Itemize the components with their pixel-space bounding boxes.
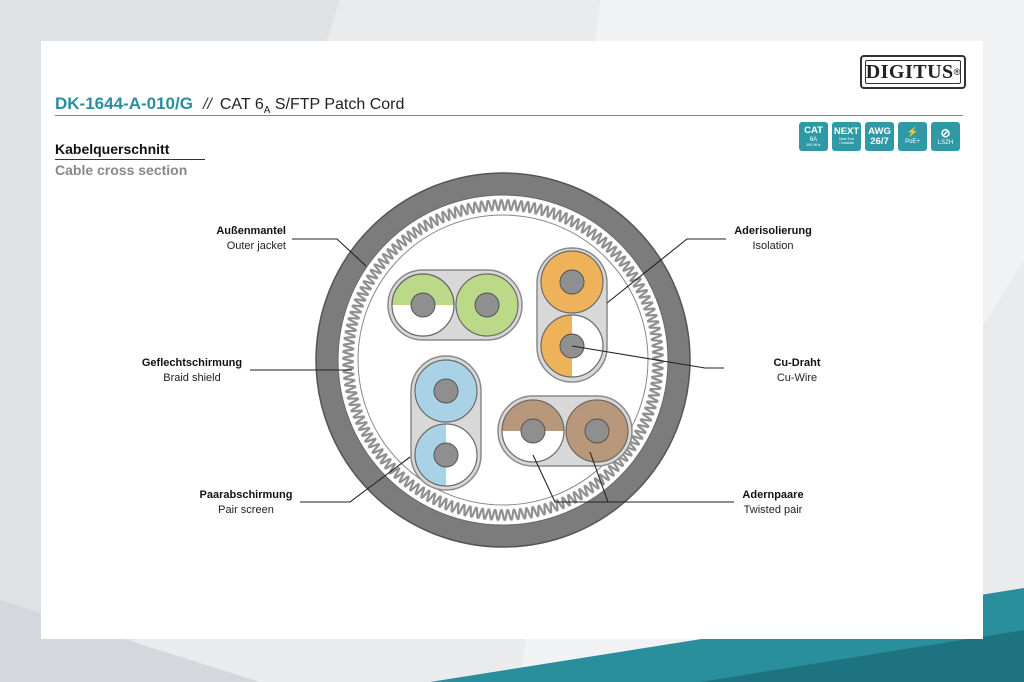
copper-core <box>410 292 436 318</box>
product-name-prefix: CAT 6 <box>219 96 264 113</box>
braid-shield-ring <box>342 199 664 521</box>
copper-core <box>474 292 500 318</box>
product-name-subscript: A <box>263 105 271 117</box>
section-title-en: Cable cross section <box>55 162 188 178</box>
label-outer-jacket: Außenmantel Outer jacket <box>216 225 286 252</box>
cat6a-badge: CAT 6A 500 MHz <box>799 122 828 151</box>
section-title-de: Kabelquerschnitt <box>55 141 170 157</box>
title-separator: // <box>202 96 212 113</box>
logo-registered-mark: ® <box>953 67 961 77</box>
leader-lines <box>250 238 734 503</box>
label-pair-screen: Paarabschirmung Pair screen <box>199 489 293 516</box>
product-name: CAT 6A S/FTP Patch Cord <box>219 96 405 117</box>
label-isolation: Aderisolierung Isolation <box>734 225 812 252</box>
feature-badges: CAT 6A 500 MHz NEXT Near End Crosstalk A… <box>799 122 960 151</box>
label-cu-wire: Cu-Draht Cu-Wire <box>773 357 821 384</box>
no-halogen-icon: ⊘ <box>940 126 951 140</box>
product-name-suffix: S/FTP Patch Cord <box>270 96 405 113</box>
copper-core <box>433 378 459 404</box>
copper-core <box>433 442 459 468</box>
pair-blue <box>410 355 482 491</box>
plug-icon: ⚡ <box>906 127 919 139</box>
title-divider <box>55 115 963 116</box>
copper-core <box>584 418 610 444</box>
awg-badge: AWG 26/7 <box>865 122 894 151</box>
pair-brown <box>497 395 633 467</box>
product-code: DK-1644-A-010/G <box>55 94 193 113</box>
copper-core <box>520 418 546 444</box>
logo-text: DIGITUS <box>865 60 954 83</box>
product-title: DK-1644-A-010/G // CAT 6A S/FTP Patch Cord <box>55 94 404 116</box>
copper-core <box>559 269 585 295</box>
conductor-white-stripe <box>392 305 454 336</box>
next-badge: NEXT Near End Crosstalk <box>832 122 861 151</box>
pair-orange <box>536 247 608 383</box>
label-braid-shield: Geflechtschirmung Braid shield <box>141 357 243 384</box>
lszh-badge: ⊘ LSZH <box>931 122 960 151</box>
poe-badge: ⚡ PoE+ <box>898 122 927 151</box>
digitus-logo: DIGITUS® <box>860 55 966 89</box>
label-twisted-pair: Adernpaare Twisted pair <box>742 489 804 516</box>
pair-green <box>387 269 523 341</box>
section-underline <box>55 159 205 160</box>
